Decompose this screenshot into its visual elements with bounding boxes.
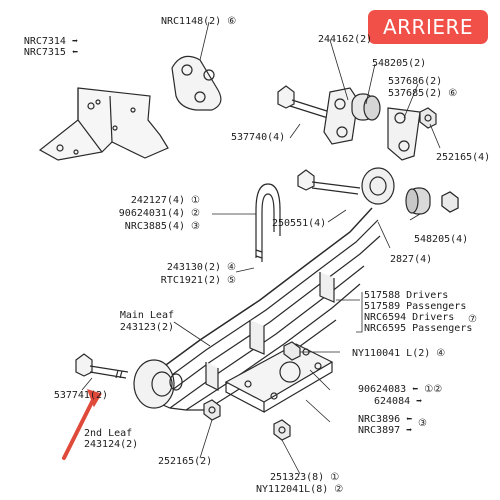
part-label-243124: 243124(2): [84, 439, 139, 450]
part-label-nrc3885: NRC3885(4) ③: [124, 221, 200, 232]
spring-plate: [224, 343, 334, 413]
circled-number-icon-3: ③: [418, 418, 427, 429]
shackle-plate: [171, 55, 222, 111]
part-label-537686: 537686(2): [388, 76, 443, 87]
part-label-517588: 517588 Drivers: [364, 290, 449, 301]
part-label-90624083: 90624083 ⬅ ①②: [358, 384, 443, 395]
nut-251323: [273, 419, 291, 441]
part-label-ny112041: NY112041L(8) ②: [256, 484, 344, 495]
part-label-nrc6595: NRC6595 Passengers: [364, 323, 473, 334]
part-label-nrc3897: NRC3897 ➡: [358, 425, 413, 436]
part-label-252165-a: 252165(4): [436, 152, 491, 163]
part-label-244162: 244162(2): [318, 34, 373, 45]
u-bolt: [255, 183, 281, 262]
part-label-nrc7315: NRC7315 ⬅: [23, 47, 78, 58]
spring-eye-rear: [133, 359, 183, 409]
part-label-548205-a: 548205(2): [372, 58, 427, 69]
part-label-517589: 517589 Passengers: [364, 301, 467, 312]
arriere-badge: ARRIERE: [368, 10, 488, 44]
bolt-537741: [75, 353, 129, 379]
part-label-nrc7314: NRC7314 ➡: [23, 36, 78, 47]
nut-252165-upper: [419, 107, 437, 129]
red-pointer-arrow-icon: [62, 389, 102, 460]
part-label-250551: 250551(4): [272, 218, 327, 229]
part-label-main-leaf: Main Leaf: [119, 310, 174, 321]
leader-lines: [81, 21, 441, 475]
part-label-nrc6594: NRC6594 Drivers: [364, 312, 455, 323]
part-label-rtc1921: RTC1921(2) ⑤: [160, 275, 236, 286]
part-label-242127: 242127(4) ①: [130, 195, 200, 206]
nut-ny110041: [283, 341, 301, 361]
nut-252165-lower: [203, 399, 221, 421]
part-label-243123: 243123(2): [119, 322, 174, 333]
shackle-assembly: [323, 87, 421, 161]
part-label-537685: 537685(2) ⑥: [388, 88, 458, 99]
part-label-537740: 537740(4): [231, 132, 286, 143]
nut-2827: [441, 191, 459, 213]
spring-eye-front: [361, 167, 395, 205]
part-label-252165-b: 252165(2): [158, 456, 213, 467]
circled-number-icon-7: ⑦: [468, 314, 477, 325]
part-label-624084: 624084 ➡: [374, 396, 423, 407]
part-label-nrc1148: NRC1148(2) ⑥: [161, 16, 237, 27]
part-label-548205-b: 548205(4): [414, 234, 469, 245]
part-label-ny110041: NY110041 L(2) ④: [352, 348, 446, 359]
part-label-2nd-leaf: 2nd Leaf: [84, 428, 133, 439]
part-label-90624031: 90624031(4) ②: [118, 208, 200, 219]
part-label-nrc3896: NRC3896 ⬅: [358, 414, 413, 425]
part-label-251323: 251323(8) ①: [270, 472, 340, 483]
part-label-537741: 537741(2): [53, 390, 108, 401]
part-label-2827: 2827(4): [390, 254, 433, 265]
bolt-537740-middle: [297, 169, 361, 195]
bracket-part: [38, 87, 169, 161]
part-label-243130: 243130(2) ④: [166, 262, 236, 273]
bolt-537740-upper: [277, 85, 331, 119]
